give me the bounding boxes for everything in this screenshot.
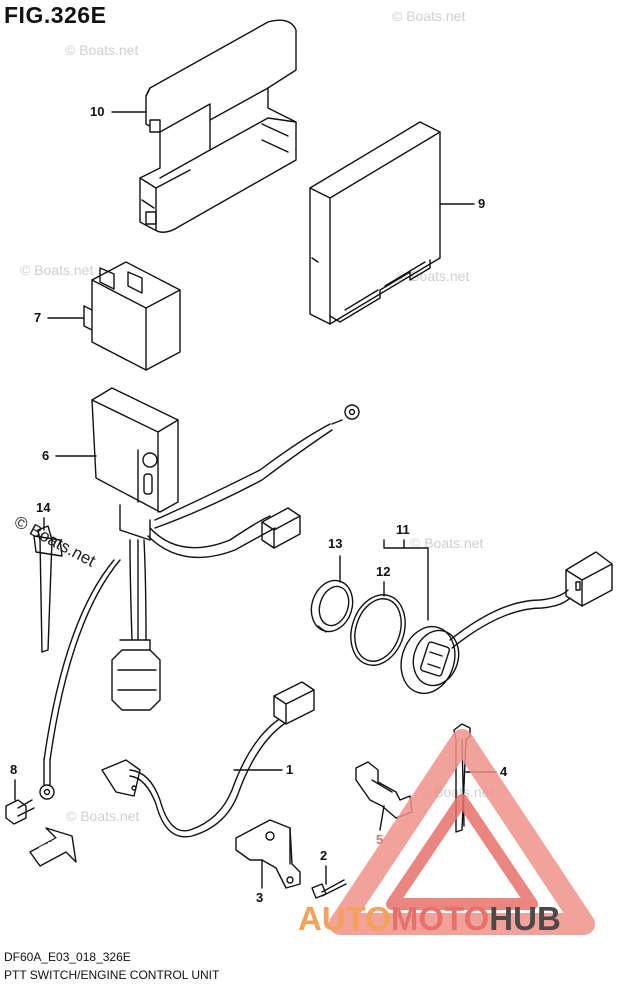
callout-9: 9 [478, 196, 486, 211]
callout-1: 1 [286, 762, 294, 777]
watermark-3: © Boats.net [20, 262, 94, 278]
callout-11: 11 [396, 522, 410, 537]
watermark-6: © Boats.net [66, 808, 140, 824]
part-9-ecu [309, 121, 441, 325]
brand-part-3: HUB [489, 900, 561, 937]
callout-7: 7 [34, 310, 42, 325]
part-2-screw [311, 879, 347, 899]
brand-triangle [329, 729, 595, 935]
fwd-arrow [29, 827, 77, 867]
model-code: DF60A_E03_018_326E [4, 950, 131, 964]
watermark-5: © Boats.net [410, 535, 484, 551]
callout-14: 14 [36, 500, 51, 515]
part-3-bracket [235, 819, 301, 889]
brand-logo-text: AUTOMOTOHUB [298, 900, 561, 938]
watermark-1: © Boats.net [392, 8, 466, 24]
part-13-ring [310, 579, 354, 633]
brand-part-1: AUTO [298, 900, 391, 937]
watermark-2: © Boats.net [65, 42, 139, 58]
watermark-4: © Boats.net [396, 268, 470, 284]
callout-2: 2 [320, 848, 328, 863]
part-8-bolt [5, 799, 35, 825]
part-11-ptt-switch [400, 551, 613, 695]
figure-caption: PTT SWITCH/ENGINE CONTROL UNIT [4, 968, 220, 982]
part-12-oring [350, 594, 406, 666]
part-5-clamp [355, 761, 413, 819]
part-6-switch [39, 387, 360, 800]
part-7-relay [83, 261, 181, 371]
callout-6: 6 [42, 448, 50, 463]
part-1-harness [101, 681, 315, 838]
callout-4: 4 [500, 764, 508, 779]
part-10-cover [139, 19, 297, 233]
callout-3: 3 [256, 890, 264, 905]
callout-8: 8 [10, 762, 18, 777]
callout-12: 12 [376, 564, 391, 579]
callout-5: 5 [376, 832, 384, 847]
figure-title: FIG.326E [4, 2, 107, 28]
callout-10: 10 [90, 104, 105, 119]
callout-13: 13 [328, 536, 343, 551]
part-14-tie [33, 525, 63, 653]
brand-part-2: MOTO [390, 900, 490, 937]
